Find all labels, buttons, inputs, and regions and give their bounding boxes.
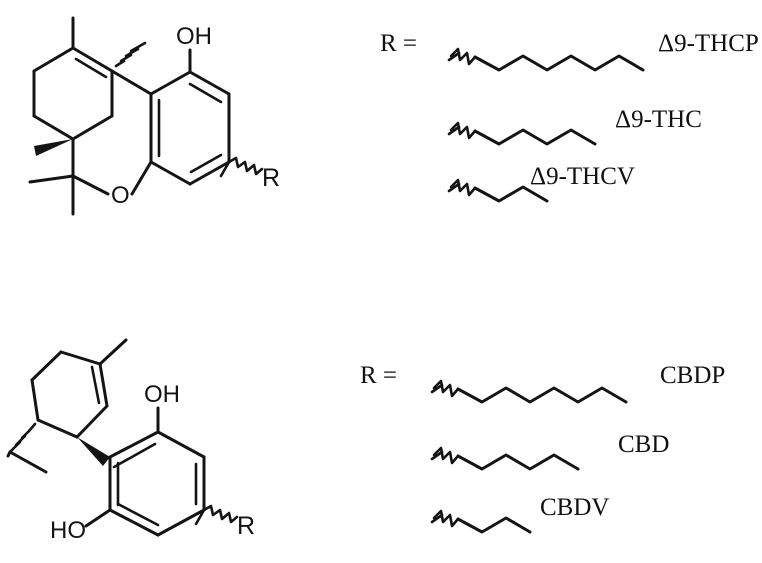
heptyl-chain-icon [430, 379, 628, 404]
thc-chain-row-thc [445, 105, 610, 150]
hashed-wedge-isopropenyl [8, 422, 37, 454]
thc-chain-row-thcp [445, 28, 655, 78]
attachment-squiggle [432, 379, 460, 398]
bold-wedge-methyl [34, 139, 73, 156]
pentyl-chain-icon [430, 446, 580, 471]
thc-chain-label-thc: Δ9-THC [615, 106, 702, 133]
thc-skeleton: O OH R [28, 16, 280, 216]
r-group-label: R [262, 164, 280, 192]
r-group-label: R [237, 512, 255, 540]
attachment-squiggle [432, 509, 460, 528]
thc-chain-row-thcv [445, 162, 570, 207]
thc-r-equals-label: R = [380, 30, 418, 57]
cbd-chain-label-cbdp: CBDP [660, 362, 726, 389]
bold-wedge-aryl [77, 437, 110, 466]
hydroxyl-bottom-label: HO [50, 517, 86, 544]
cbd-chain-row-cbdv [428, 493, 553, 538]
hydroxyl-top-label: OH [144, 381, 180, 408]
cbd-r-equals-label: R = [360, 362, 398, 389]
pentyl-chain-icon [447, 121, 597, 146]
thc-structure: O OH R [8, 4, 308, 224]
squiggly-attachment-bond [202, 504, 239, 524]
heptyl-chain-icon [447, 47, 645, 72]
attachment-squiggle [432, 446, 460, 465]
squiggly-attachment-bond [227, 156, 264, 176]
cbd-skeleton: OH HO R [6, 338, 255, 544]
cbd-chain-row-cbdp [428, 360, 638, 410]
thc-panel: O OH R [0, 0, 762, 280]
cbd-chain-label-cbdv: CBDV [540, 494, 610, 521]
propyl-chain-icon [447, 178, 549, 203]
hydroxyl-label: OH [176, 23, 212, 50]
attachment-squiggle [449, 47, 477, 66]
attachment-squiggle [449, 121, 477, 140]
ether-oxygen-label: O [111, 182, 130, 209]
thc-legend: R = Δ9-THCP Δ9-THC [340, 0, 762, 220]
cbd-chain-label-cbd: CBD [618, 431, 670, 458]
cbd-legend: R = CBDP CBD CBDV [340, 350, 762, 560]
cbd-structure: OH HO R [6, 320, 308, 560]
thc-chain-label-thcp: Δ9-THCP [658, 30, 759, 57]
propyl-chain-icon [430, 509, 532, 534]
cbd-chain-row-cbd [428, 430, 593, 475]
hashed-wedge-methyl [114, 41, 147, 68]
cbd-panel: OH HO R R = CBDP [0, 300, 762, 563]
thc-chain-label-thcv: Δ9-THCV [530, 163, 635, 190]
attachment-squiggle [449, 178, 477, 197]
